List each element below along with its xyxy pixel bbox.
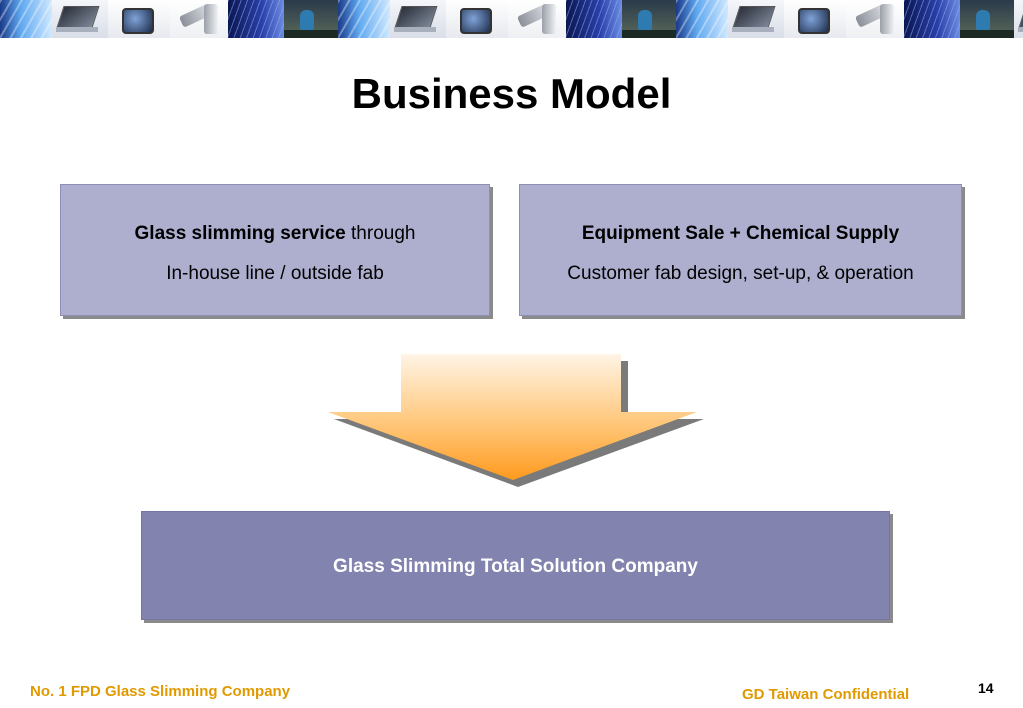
banner-photo-pen: [508, 0, 566, 38]
banner-photo-device: [784, 0, 846, 38]
banner-photo-device: [108, 0, 170, 38]
banner-photo-sky: [0, 0, 52, 38]
banner-photo-blue: [566, 0, 622, 38]
header-image-strip: [0, 0, 1023, 38]
banner-photo-pen: [846, 0, 904, 38]
banner-photo-room: [284, 0, 338, 38]
page-number: 14: [978, 680, 994, 696]
equipment-sale-detail: Customer fab design, set-up, & operation: [567, 263, 914, 284]
equipment-sale-box: Equipment Sale + Chemical Supply Custome…: [519, 184, 962, 316]
banner-photo-room: [960, 0, 1014, 38]
footer-slogan: No. 1 FPD Glass Slimming Company: [30, 683, 291, 700]
slide-title: Business Model: [351, 70, 672, 117]
total-solution-text: Glass Slimming Total Solution Company: [333, 556, 698, 577]
banner-photo-device: [446, 0, 508, 38]
banner-photo-laptop: [1014, 0, 1023, 38]
total-solution-box: Glass Slimming Total Solution Company: [141, 511, 890, 620]
footer-confidential: GD Taiwan Confidential: [742, 686, 910, 703]
glass-slimming-service-box: Glass slimming service through In-house …: [60, 184, 490, 316]
banner-photo-blue: [228, 0, 284, 38]
equipment-sale-heading: Equipment Sale + Chemical Supply: [520, 223, 961, 245]
equipment-sale-bold: Equipment Sale + Chemical Supply: [581, 223, 900, 244]
glass-slimming-service-through: through: [345, 223, 416, 244]
banner-photo-sky: [676, 0, 728, 38]
banner-photo-blue: [904, 0, 960, 38]
banner-photo-laptop: [390, 0, 446, 38]
down-arrow-icon: [328, 354, 704, 487]
banner-photo-laptop: [52, 0, 108, 38]
glass-slimming-service-detail: In-house line / outside fab: [166, 263, 384, 284]
banner-photo-laptop: [728, 0, 784, 38]
banner-photo-room: [622, 0, 676, 38]
glass-slimming-service-bold: Glass slimming service: [134, 223, 346, 244]
glass-slimming-service-heading: Glass slimming service through: [61, 223, 489, 245]
banner-photo-pen: [170, 0, 228, 38]
banner-photo-sky: [338, 0, 390, 38]
